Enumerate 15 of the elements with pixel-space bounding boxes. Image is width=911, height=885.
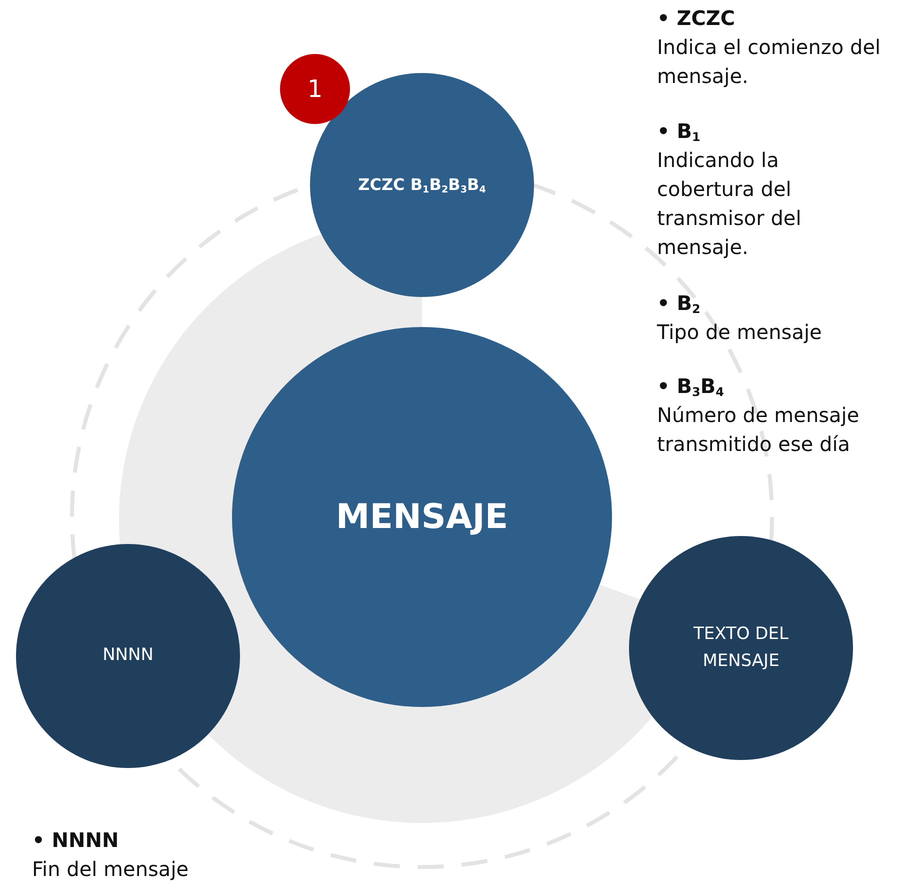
- item-heading: • B$_{2}$: [657, 290, 700, 318]
- item-description: Número de mensaje transmitido ese día: [657, 402, 860, 458]
- circle-label: ZCZC B$_{1}$B$_{2}$B$_{3}$B$_{4}$: [358, 174, 486, 198]
- item-description: Fin del mensaje: [32, 856, 190, 883]
- circle-label: TEXTO DEL MENSAJE: [692, 622, 790, 673]
- circle-label: MENSAJE: [336, 496, 508, 539]
- item-heading: • ZCZC: [657, 5, 736, 32]
- item-heading: • B$_{1}$: [657, 118, 700, 146]
- item-heading: • NNNN: [32, 827, 119, 854]
- circle-label: 1: [307, 74, 323, 105]
- item-description: Tipo de mensaje: [657, 319, 823, 346]
- item-heading: • B$_{3}$B$_{4}$: [657, 373, 724, 401]
- circle-label: NNNN: [102, 644, 154, 668]
- item-description: Indicando la cobertura del transmisor del mensaje.: [657, 147, 802, 261]
- item-description: Indica el comienzo del mensaje.: [657, 34, 882, 90]
